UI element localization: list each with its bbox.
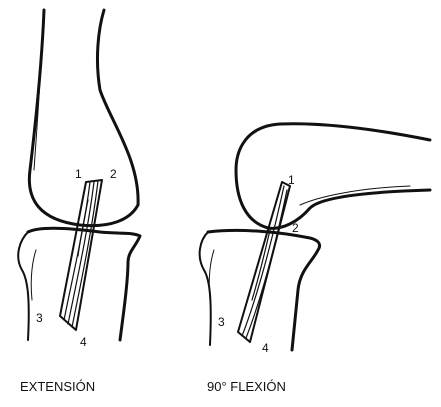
left-point-4: 4 [80,335,87,349]
caption-flexion: 90° FLEXIÓN [207,379,286,394]
left-tibia-left-edge [18,232,29,340]
caption-extension: EXTENSIÓN [20,379,95,394]
left-point-3: 3 [36,311,43,325]
left-tibia-inner-line [31,250,36,300]
right-point-1: 1 [288,173,295,187]
left-ligament [60,180,102,330]
left-femur-inner-line [34,40,42,170]
right-femur-outline [236,124,430,229]
left-point-2: 2 [110,167,117,181]
left-point-1: 1 [75,167,82,181]
right-point-2: 2 [292,221,299,235]
right-point-3: 3 [218,315,225,329]
right-ligament [238,182,290,342]
right-point-4: 4 [262,341,269,355]
